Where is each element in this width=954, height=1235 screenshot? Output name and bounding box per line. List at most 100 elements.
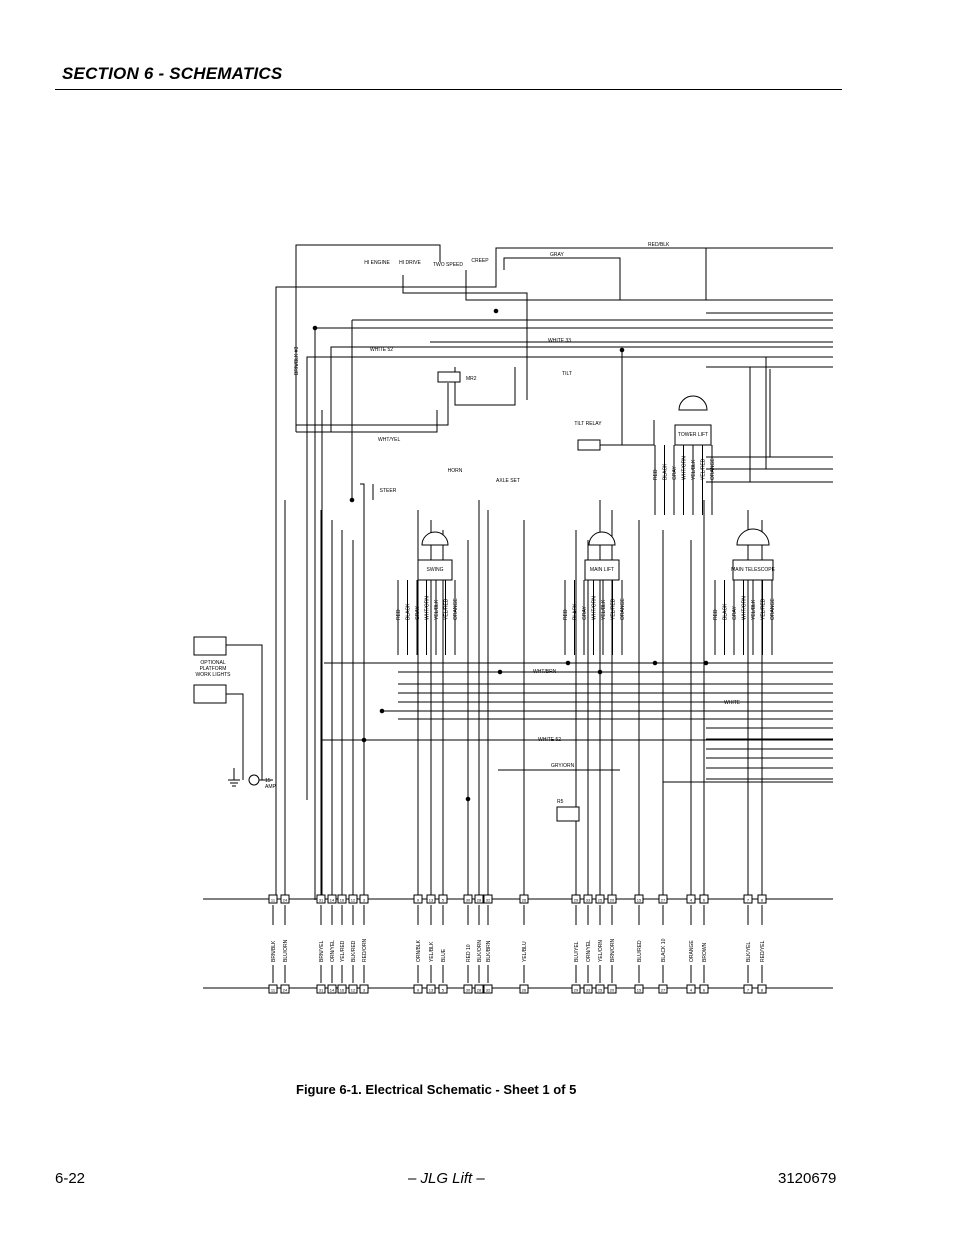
pin-number: 15 <box>637 988 642 993</box>
connector-pin <box>686 984 696 994</box>
connector-pin <box>571 894 581 904</box>
switch-label: HI DRIVE <box>399 260 421 266</box>
pin-number: 32 <box>486 898 491 903</box>
pin-number: 31 <box>319 988 324 993</box>
connector-pin <box>474 984 484 994</box>
switch-label: CREEP <box>471 258 489 264</box>
pin-number: 8 <box>761 898 764 903</box>
connector-pin <box>699 894 709 904</box>
wire <box>296 410 438 433</box>
valve-coil <box>584 559 620 581</box>
pin-number: 14 <box>330 988 335 993</box>
valve-wire-label: ORANGE <box>710 458 716 480</box>
valve-wire-label: ORANGE <box>770 598 776 620</box>
connector-pin <box>327 984 337 994</box>
valve-label: MAIN TELESCOPE <box>731 567 775 573</box>
connector-pin <box>359 984 369 994</box>
valve-coil <box>674 424 712 446</box>
wire <box>749 367 833 483</box>
connector-wire-label: BLU/RED <box>637 940 643 962</box>
valve-wire-label: RED <box>653 469 659 480</box>
junction-dot <box>493 308 499 314</box>
pin-number: 12 <box>351 898 356 903</box>
connector-pin <box>337 894 347 904</box>
pin-number: 3 <box>363 898 366 903</box>
relay-label: R5 <box>557 799 564 805</box>
bus-wire-label: BRN/BLK #3 <box>294 346 300 375</box>
switch-label: TILT <box>562 371 572 377</box>
relay-r5 <box>556 806 580 822</box>
relay-mr2 <box>437 371 461 383</box>
connector-wire-label: YEL/BLK <box>429 941 435 962</box>
connector-pin <box>757 894 767 904</box>
valve-wire-label: WHT/ORN <box>682 456 688 480</box>
connector-pin <box>743 894 753 904</box>
wire <box>330 346 833 432</box>
connector-wire-label: BLK/BRN <box>486 940 492 962</box>
valve-wire-label: GRAY <box>415 606 421 620</box>
connector-pin <box>426 984 436 994</box>
junction-dot <box>497 669 503 675</box>
wire <box>360 483 365 500</box>
connector-pin <box>413 984 423 994</box>
pin-number: 27 <box>661 988 666 993</box>
connector-wire-label: BROWN <box>702 942 708 962</box>
valve-wire-label: GRAY <box>732 606 738 620</box>
page-number: 6-22 <box>55 1170 86 1187</box>
pin-number: 9 <box>417 988 420 993</box>
valve-coil <box>732 559 774 581</box>
connector-pin <box>658 894 668 904</box>
pin-number: 4 <box>690 988 693 993</box>
wire <box>306 356 833 800</box>
pin-number: 9 <box>417 898 420 903</box>
pin-number: 32 <box>486 988 491 993</box>
connector-wire-label: BLK/RED <box>351 940 357 962</box>
work-light-1 <box>193 636 227 656</box>
connector-wire-label: BLUE <box>441 948 447 962</box>
pin-number: 13 <box>429 988 434 993</box>
valve-wire-label: YEL/BLK <box>601 599 607 620</box>
valve-wire-label: GRAY <box>672 466 678 480</box>
pin-number: 4 <box>690 898 693 903</box>
pin-number: 30 <box>466 988 471 993</box>
switch-label: AXLE SET <box>496 478 520 484</box>
connector-pin <box>438 894 448 904</box>
connector-pin <box>474 894 484 904</box>
junction-dot <box>565 660 571 666</box>
pin-number: 5 <box>442 988 445 993</box>
valve-wire-label: ORANGE <box>620 598 626 620</box>
pin-number: 27 <box>661 898 666 903</box>
bus-wire-label: GRY/ORN <box>551 763 575 769</box>
connector-pin <box>348 984 358 994</box>
pin-number: 11 <box>271 988 276 993</box>
connector-pin <box>463 984 473 994</box>
component-label: OPTIONAL <box>200 660 226 666</box>
junction-dot <box>349 497 355 503</box>
pin-number: 3 <box>363 988 366 993</box>
connector-pin <box>316 984 326 994</box>
pin-number: 14 <box>330 898 335 903</box>
relay-label: MR2 <box>466 376 477 382</box>
wire <box>565 257 621 300</box>
connector-pin <box>280 984 290 994</box>
pin-number: 11 <box>271 898 276 903</box>
valve-wire-label: WHT/ORN <box>592 596 598 620</box>
bus-wire-label: WHITE 52 <box>538 737 561 743</box>
pin-number: 13 <box>429 898 434 903</box>
connector-wire-label: RED 10 <box>466 944 472 962</box>
connector-pin <box>699 984 709 994</box>
connector-wire-label: BRN/BLK <box>271 940 277 962</box>
connector-wire-label: BLU/YEL <box>574 941 580 962</box>
junction-dot <box>465 796 471 802</box>
pin-number: 28 <box>477 988 482 993</box>
connector-pin <box>634 984 644 994</box>
valve-coil <box>417 559 453 581</box>
pin-number: 28 <box>477 898 482 903</box>
connector-pin <box>268 984 278 994</box>
junction-dot <box>379 708 385 714</box>
connector-pin <box>280 894 290 904</box>
wire <box>295 244 441 432</box>
connector-pin <box>743 984 753 994</box>
wire <box>402 275 528 400</box>
valve-wire-label: RED <box>563 609 569 620</box>
